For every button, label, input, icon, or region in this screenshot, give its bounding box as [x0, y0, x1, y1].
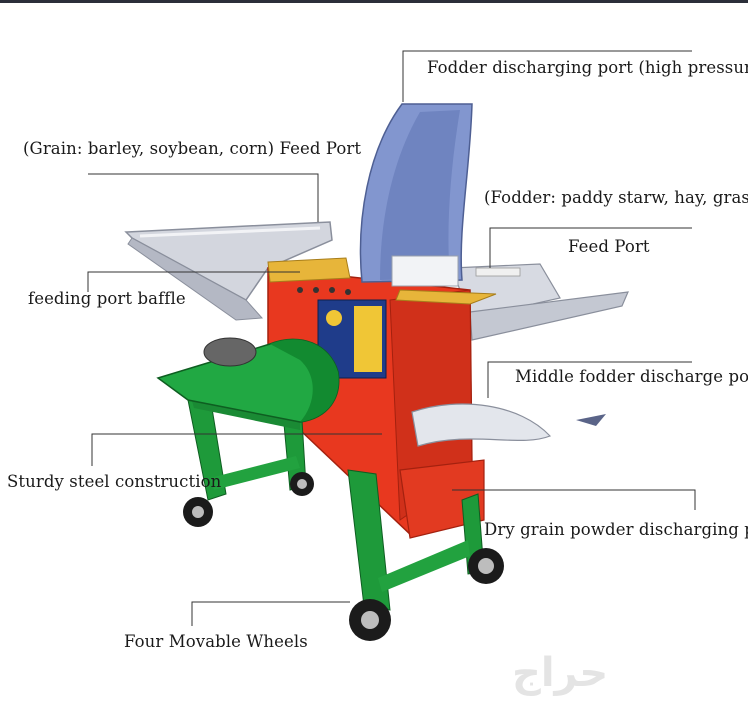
label-grain-feed-port: (Grain: barley, soybean, corn) Feed Port: [23, 139, 362, 158]
label-fodder-discharging-port: Fodder discharging port (high pressure): [427, 58, 748, 77]
watermark-logo: حراج: [512, 650, 609, 696]
wheel-front-right: [468, 548, 504, 584]
leader-wheels: [191, 601, 350, 626]
leader-grain-feed-port: [88, 173, 319, 222]
label-dry-grain-powder-port: Dry grain powder discharging port: [484, 520, 748, 539]
wheel-front-left: [349, 599, 391, 641]
leader-feed-port: [489, 227, 692, 268]
wheel-rear-left: [183, 497, 213, 527]
leader-sturdy-steel: [91, 433, 382, 466]
label-sturdy-steel-construction: Sturdy steel construction: [7, 472, 222, 491]
label-four-movable-wheels: Four Movable Wheels: [124, 632, 308, 651]
label-fodder-types: (Fodder: paddy starw, hay, grass): [484, 188, 748, 207]
grain-hopper-cover: [156, 337, 340, 423]
grain-feed-tray: [124, 221, 333, 321]
middle-discharge-chute: [411, 403, 606, 447]
fodder-feed-tray: [451, 263, 629, 341]
leader-feeding-port-baffle: [87, 271, 300, 292]
top-border: [0, 0, 748, 3]
leader-middle-discharge-port: [487, 361, 692, 398]
green-frame: [187, 394, 485, 611]
high-pressure-chute: [359, 103, 473, 287]
label-feeding-port-baffle: feeding port baffle: [28, 289, 186, 308]
label-feed-port: Feed Port: [568, 237, 650, 256]
wheel-rear-right: [290, 472, 314, 496]
leader-lines: [87, 50, 696, 626]
leader-fodder-discharging-port: [402, 50, 692, 102]
leader-dry-grain-port: [452, 489, 696, 510]
label-middle-discharge-port: Middle fodder discharge port: [515, 367, 748, 386]
wheels: [183, 472, 504, 641]
